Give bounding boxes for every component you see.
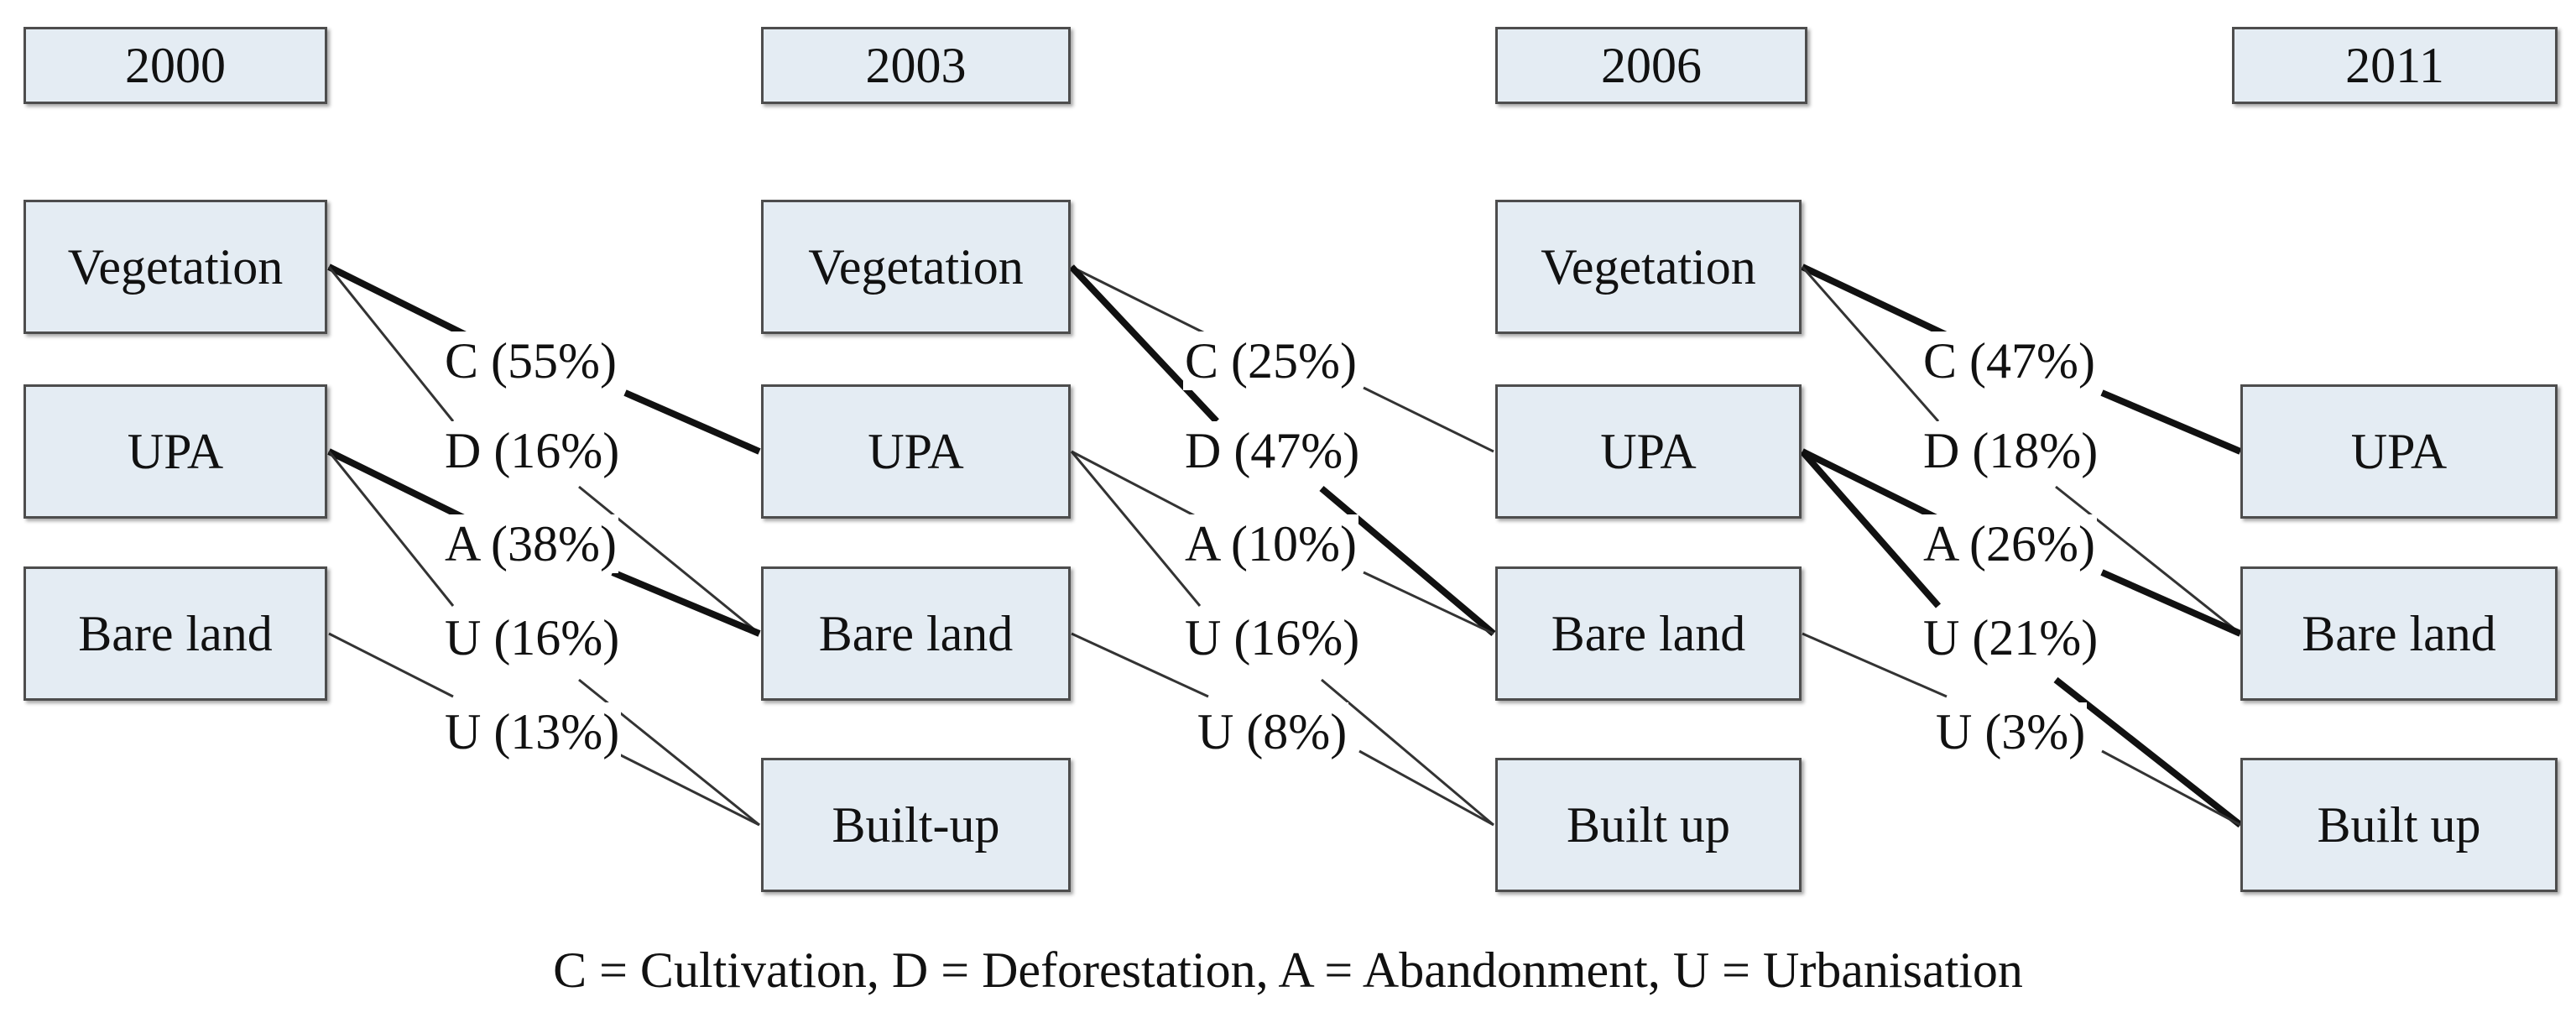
line-bare2003-u — [1071, 632, 1209, 698]
year-2006: 2006 — [1495, 27, 1807, 104]
line-upa2003-a — [1071, 450, 1209, 525]
class-upa-2011: UPA — [2240, 384, 2558, 519]
class-upa-2006: UPA — [1495, 384, 1802, 519]
line-upa2006-a — [1801, 448, 1948, 526]
year-2000: 2000 — [23, 27, 327, 104]
class-bare-land-2003: Bare land — [761, 566, 1071, 701]
year-2003: 2003 — [761, 27, 1071, 104]
transition-label: U (21%) — [1922, 608, 2100, 667]
line-u-built2006 — [1321, 678, 1494, 827]
class-vegetation-2003: Vegetation — [761, 200, 1071, 334]
class-bare-land-2011: Bare land — [2240, 566, 2558, 701]
transition-label: U (16%) — [1183, 608, 1362, 667]
class-vegetation-2006: Vegetation — [1495, 200, 1802, 334]
class-upa-2003: UPA — [761, 384, 1071, 519]
line-veg2000-d — [327, 266, 455, 422]
class-built-up-2006: Built up — [1495, 758, 1802, 892]
line-veg2003-d — [1069, 264, 1219, 424]
transition-label: C (55%) — [443, 331, 618, 390]
transition-label: D (47%) — [1183, 421, 1362, 480]
class-bare-land-2006: Bare land — [1495, 566, 1802, 701]
line-veg2003-c — [1071, 265, 1218, 341]
line-a-bare2003 — [611, 569, 761, 637]
line-c-upa2006 — [1363, 386, 1494, 453]
transition-label: A (38%) — [443, 514, 618, 573]
line-upa2006-u — [1799, 449, 1942, 608]
line-upa2000-a — [327, 448, 476, 526]
line-veg2006-c — [1801, 264, 1957, 342]
line-c-upa2011 — [2100, 389, 2242, 455]
transition-label: C (25%) — [1183, 331, 1358, 390]
line-a-bare2011 — [2100, 569, 2242, 637]
line-bare2000-u — [328, 632, 454, 698]
line-u2-built2003 — [612, 749, 760, 827]
line-veg2006-d — [1801, 266, 1940, 422]
transition-label: A (10%) — [1183, 514, 1358, 573]
class-upa-2000: UPA — [23, 384, 327, 519]
class-bare-land-2000: Bare land — [23, 566, 327, 701]
transition-label: C (47%) — [1922, 331, 2097, 390]
transition-label: D (16%) — [443, 421, 622, 480]
line-a-bare2006 — [1363, 571, 1494, 635]
transition-label: U (16%) — [443, 608, 622, 667]
transition-label: U (13%) — [443, 702, 622, 761]
line-d-bare2011 — [2055, 485, 2241, 635]
class-vegetation-2000: Vegetation — [23, 200, 327, 334]
line-veg2000-c — [327, 264, 476, 342]
line-d-bare2006 — [1319, 485, 1496, 637]
class-built-up-2003: Built-up — [761, 758, 1071, 892]
line-u2-built2011 — [2101, 749, 2241, 827]
class-built-up-2011: Built up — [2240, 758, 2558, 892]
legend-caption: C = Cultivation, D = Deforestation, A = … — [553, 942, 2023, 998]
transition-label: A (26%) — [1922, 514, 2097, 573]
line-u2-built2006 — [1358, 749, 1494, 827]
line-c-upa2003 — [623, 389, 761, 455]
line-upa2000-u — [327, 451, 455, 607]
year-2011: 2011 — [2232, 27, 2558, 104]
line-upa2003-u — [1070, 451, 1202, 607]
line-d-bare2003 — [578, 485, 760, 635]
transition-label: D (18%) — [1922, 421, 2100, 480]
transition-label: U (3%) — [1934, 702, 2088, 761]
line-bare2006-u — [1802, 632, 1948, 698]
transition-label: U (8%) — [1196, 702, 1349, 761]
